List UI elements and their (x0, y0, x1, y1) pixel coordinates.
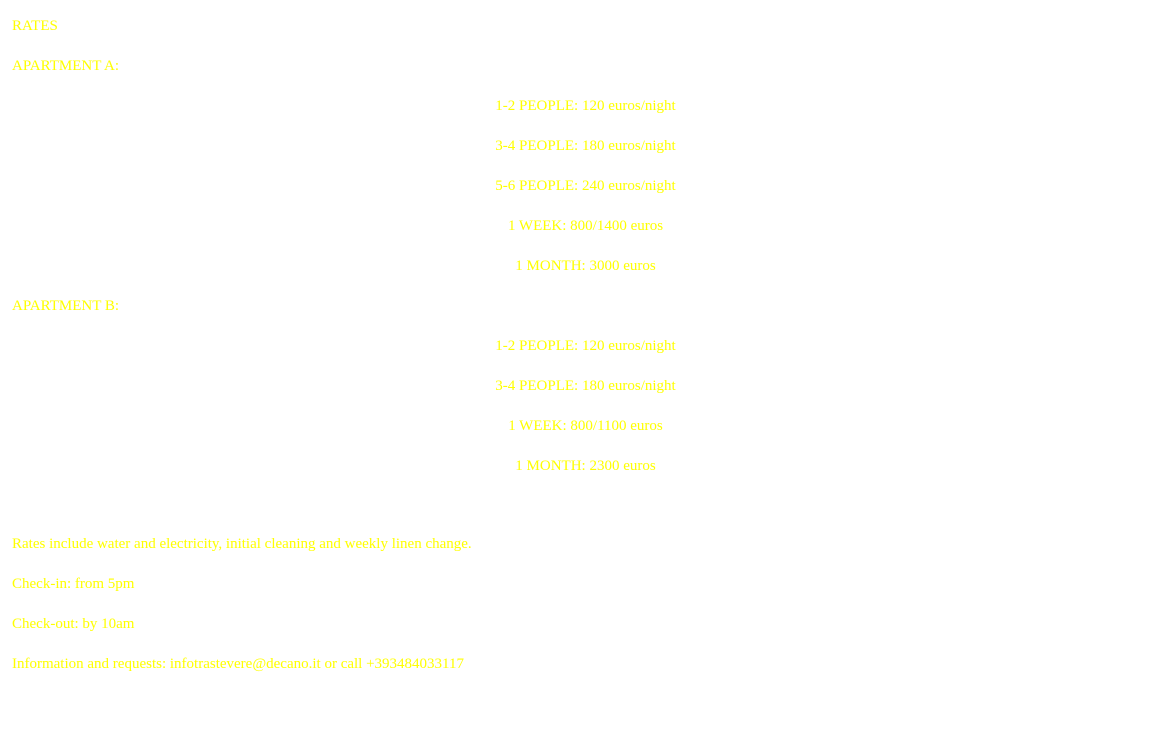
apartment-b-rate-3-4-people: 3-4 PEOPLE: 180 euros/night (495, 378, 676, 394)
apartment-b-rate-week: 1 WEEK: 800/1100 euros (508, 418, 663, 434)
apartment-a-rate-week: 1 WEEK: 800/1400 euros (507, 218, 664, 234)
apartment-a-rate-1-2-people: 1-2 PEOPLE: 120 euros/night (495, 98, 676, 114)
checkin-info: Check-in: from 5pm (12, 576, 135, 592)
apartment-a-rate-3-4-people: 3-4 PEOPLE: 180 euros/night (495, 138, 676, 154)
apartment-b-title: APARTMENT B: (12, 298, 120, 314)
contact-info: Information and requests: infotrastevere… (12, 656, 464, 672)
apartment-b-rate-1-2-people: 1-2 PEOPLE: 120 euros/night (495, 338, 676, 354)
page-title: RATES (12, 18, 58, 34)
rates-includes-note: Rates include water and electricity, ini… (12, 536, 472, 552)
apartment-a-title: APARTMENT A: (12, 58, 120, 74)
checkout-info: Check-out: by 10am (12, 616, 135, 632)
apartment-a-rate-month: 1 MONTH: 3000 euros (515, 258, 656, 274)
apartment-b-rate-month: 1 MONTH: 2300 euros (515, 458, 656, 474)
apartment-a-rate-5-6-people: 5-6 PEOPLE: 240 euros/night (495, 178, 676, 194)
